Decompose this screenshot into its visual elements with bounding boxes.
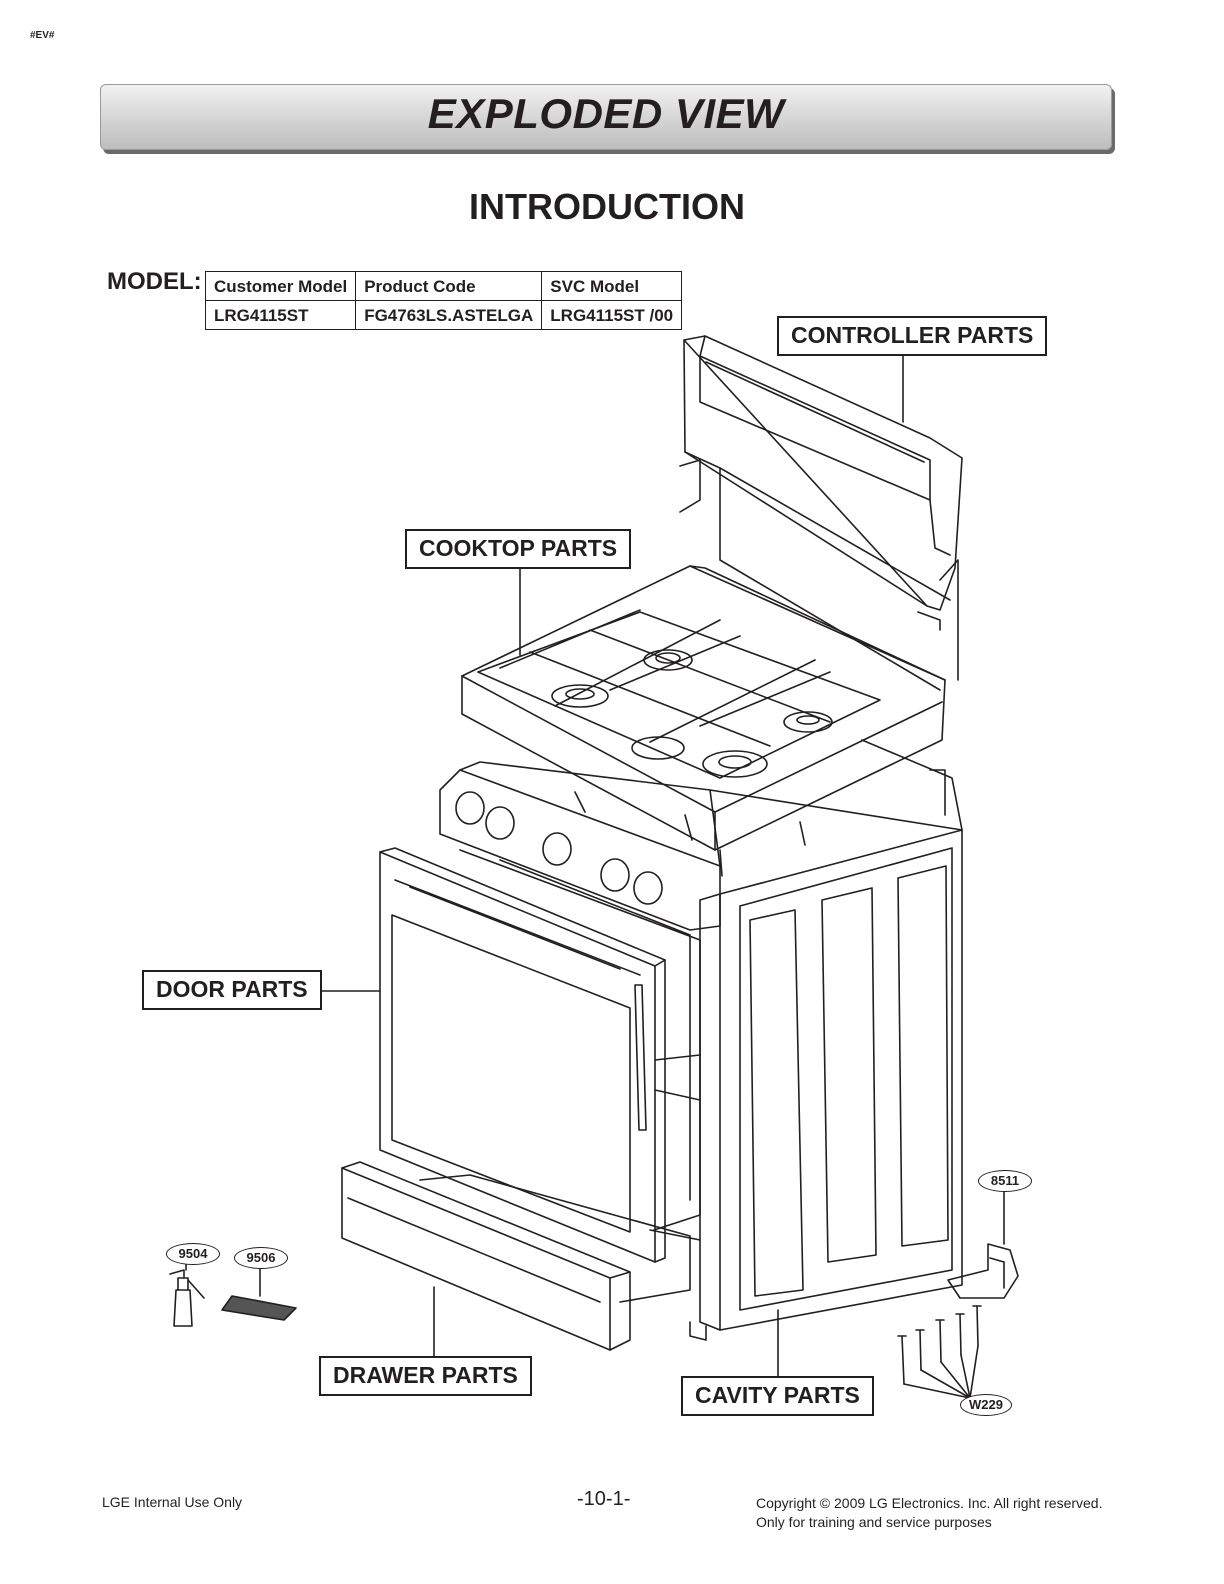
model-label: MODEL: xyxy=(107,268,202,295)
part-bubble-9506: 9506 xyxy=(234,1247,288,1269)
callout-cavity-parts: CAVITY PARTS xyxy=(681,1376,874,1416)
col-customer-model: Customer Model xyxy=(204,271,357,301)
callout-drawer-parts: DRAWER PARTS xyxy=(319,1356,532,1396)
product-code-value: FG4763LS.ASTELGA xyxy=(355,300,543,330)
cleaning-pad-part xyxy=(221,1295,297,1321)
callout-controller-parts: CONTROLLER PARTS xyxy=(777,316,1048,356)
document-tag: #EV# xyxy=(30,30,55,41)
cooktop-assembly xyxy=(461,565,946,851)
svc-model-value: LRG4115ST /00 xyxy=(541,300,683,330)
callout-cooktop-parts: COOKTOP PARTS xyxy=(405,529,632,569)
door-assembly xyxy=(379,847,666,1263)
page-number: -10-1- xyxy=(577,1488,631,1510)
drawer-assembly xyxy=(341,1161,691,1351)
col-product-code: Product Code xyxy=(355,271,543,301)
part-bubble-9504: 9504 xyxy=(166,1243,220,1265)
callout-door-parts: DOOR PARTS xyxy=(142,970,322,1010)
part-bubble-w229: W229 xyxy=(960,1394,1012,1416)
footer-copyright: Copyright © 2009 LG Electronics. Inc. Al… xyxy=(756,1494,1102,1532)
anti-tip-bracket-part xyxy=(947,1243,1019,1299)
footer-internal-use: LGE Internal Use Only xyxy=(102,1494,243,1510)
title-banner xyxy=(100,84,1112,150)
page-title: EXPLODED VIEW xyxy=(427,90,785,137)
copyright-line-2: Only for training and service purposes xyxy=(756,1514,992,1530)
controller-assembly xyxy=(679,335,963,691)
cavity-assembly xyxy=(439,739,963,1341)
model-table-row: LRG4115ST FG4763LS.ASTELGA LRG4115ST /00 xyxy=(204,300,683,330)
screws-part xyxy=(897,1305,982,1399)
copyright-line-1: Copyright © 2009 LG Electronics. Inc. Al… xyxy=(756,1495,1103,1511)
part-bubble-8511: 8511 xyxy=(978,1170,1032,1192)
model-table: Customer Model Product Code SVC Model LR… xyxy=(204,271,683,330)
model-table-header-row: Customer Model Product Code SVC Model xyxy=(204,271,683,301)
section-heading: INTRODUCTION xyxy=(469,186,745,227)
spray-bottle-part xyxy=(169,1269,205,1327)
customer-model-value: LRG4115ST xyxy=(204,300,357,330)
